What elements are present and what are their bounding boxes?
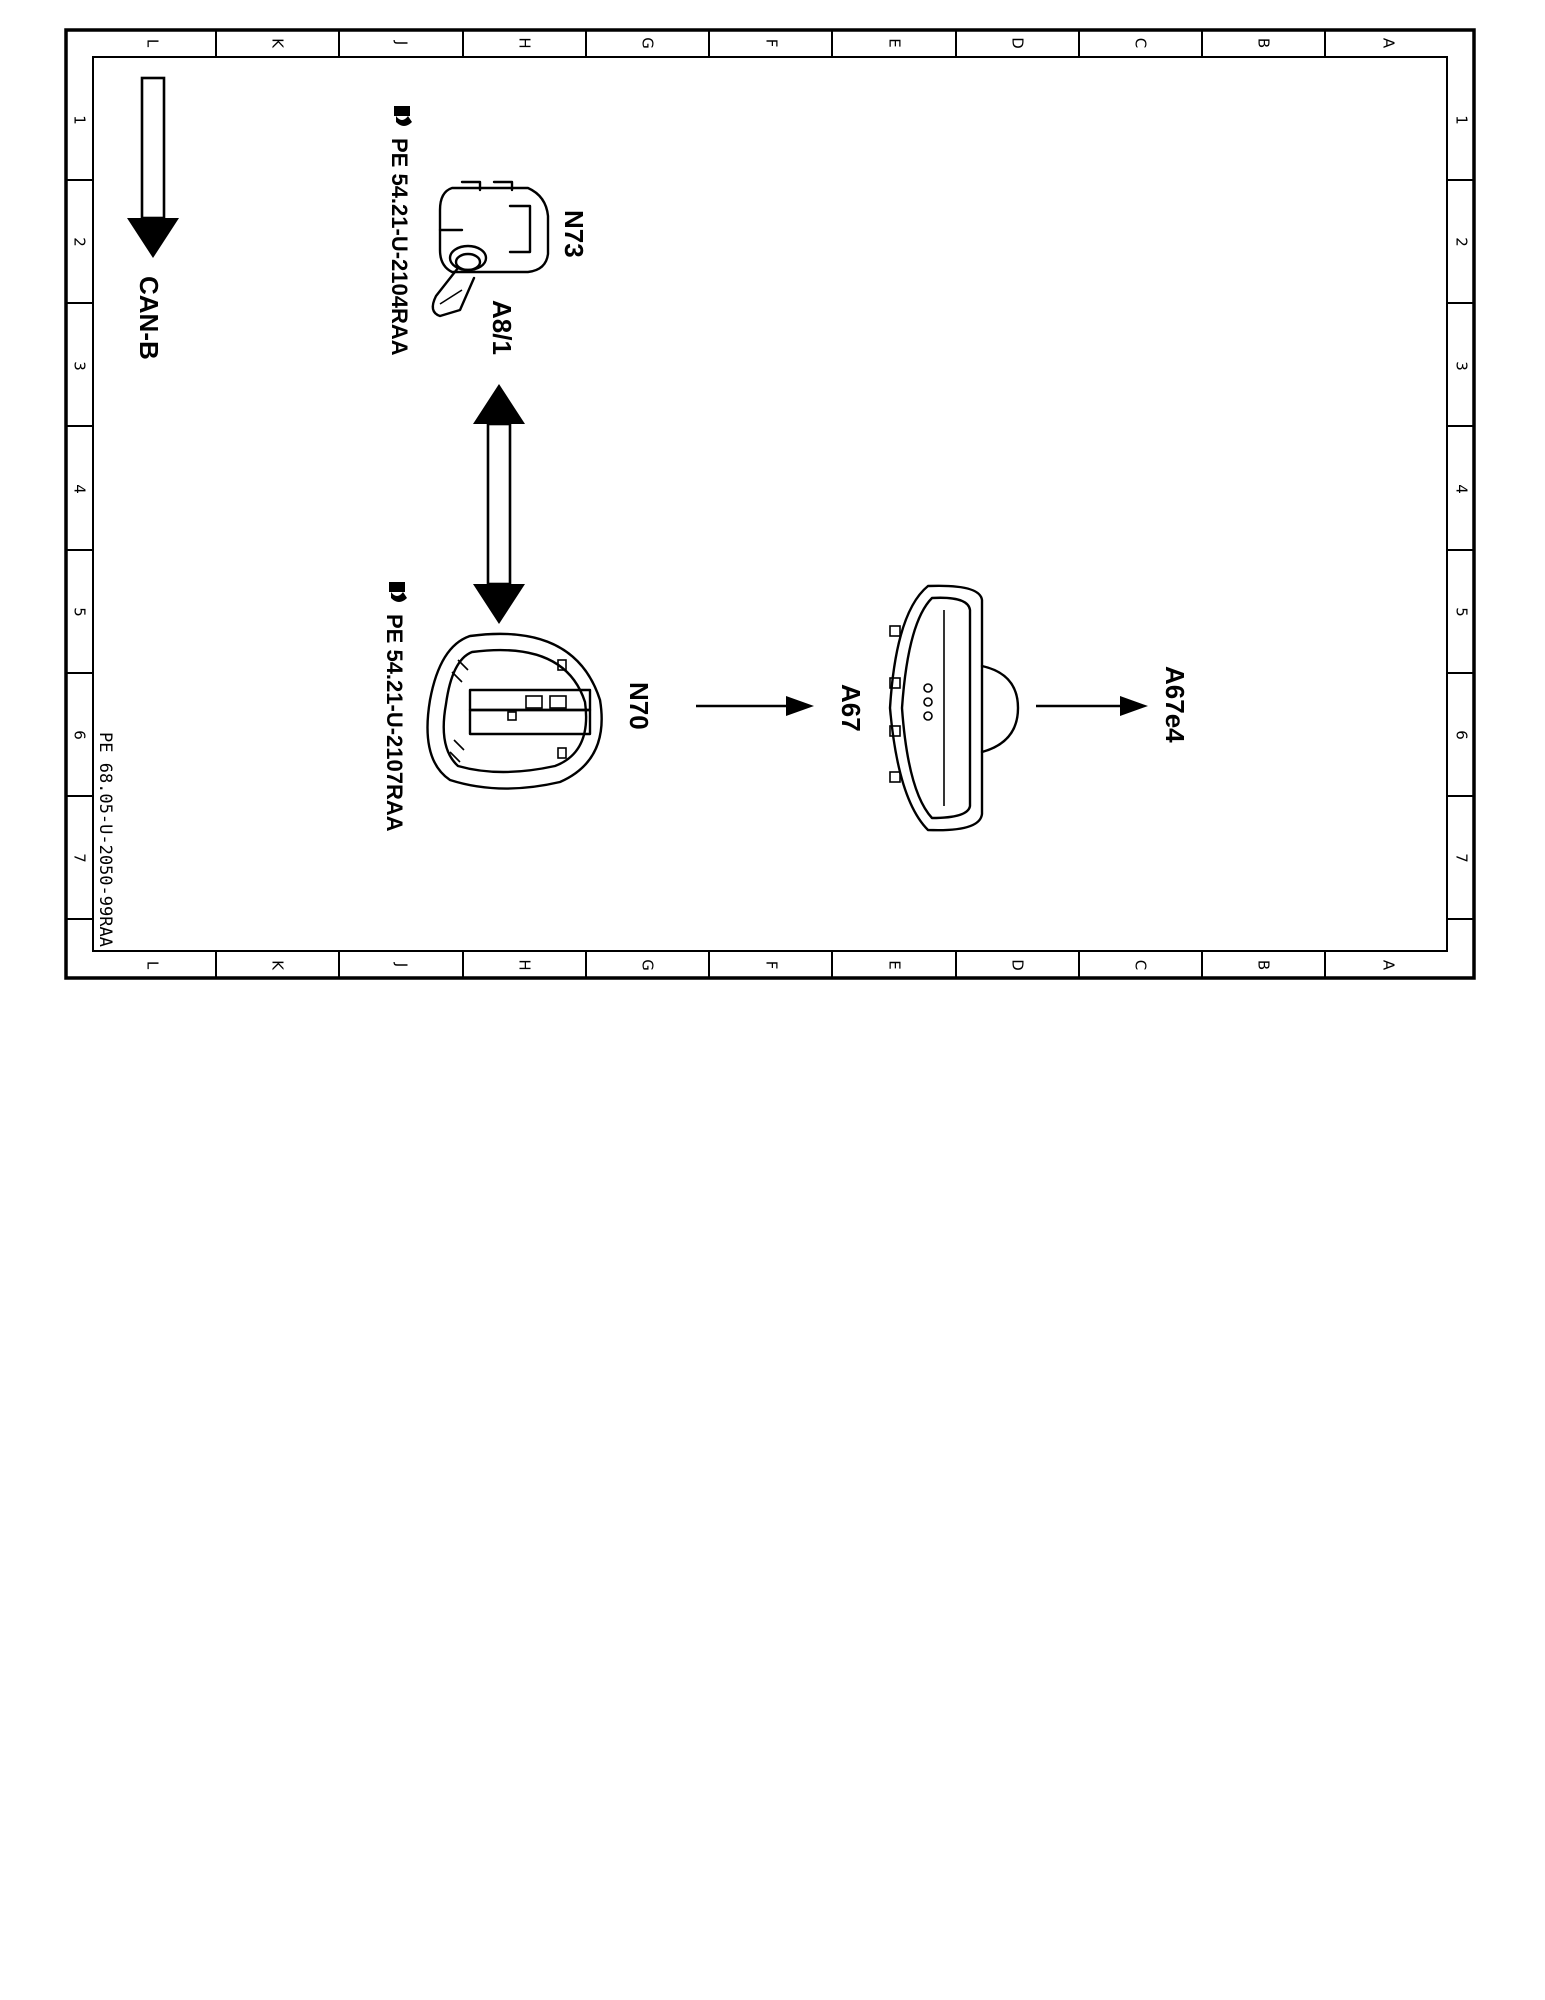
- ruler-numbers-left: 1 2 3 4 5 6 7: [71, 115, 89, 863]
- pointing-hand-icon: [394, 106, 412, 126]
- ruler-number: 7: [71, 853, 89, 863]
- can-bus-arrow: [127, 76, 179, 258]
- n73-label: N73: [559, 210, 589, 258]
- a67e4-label: A67e4: [1160, 666, 1190, 743]
- ignition-switch-icon: [431, 180, 550, 318]
- arrow-n70-to-a67: [696, 696, 814, 716]
- ruler-letter: F: [763, 39, 781, 48]
- ruler-letter: D: [1009, 959, 1027, 971]
- pointing-hand-icon: [389, 582, 407, 602]
- ruler-letter: J: [393, 40, 411, 45]
- ruler-letter: A: [1380, 960, 1398, 971]
- ruler-letter: C: [1132, 38, 1150, 48]
- ruler-number: 1: [1453, 115, 1471, 125]
- inner-frame: [92, 56, 1448, 952]
- bidirectional-arrow: [473, 384, 525, 624]
- ruler-letter: C: [1132, 960, 1150, 970]
- ruler-letter: J: [393, 962, 411, 967]
- arrow-a67-to-a67e4: [1036, 696, 1148, 716]
- ruler-ticks: [66, 30, 1474, 978]
- ruler-letters-bottom: L K J H G F E D C B A: [144, 959, 1398, 971]
- ruler-number: 3: [1453, 361, 1471, 371]
- rearview-mirror-icon: [888, 584, 1020, 832]
- ruler-number: 6: [1453, 730, 1471, 740]
- ruler-number: 2: [71, 237, 89, 247]
- ruler-letter: E: [886, 960, 904, 969]
- reference-1: PE 54.21-U-2104RAA: [387, 138, 412, 356]
- n70-label: N70: [624, 682, 654, 730]
- reference-2: PE 54.21-U-2107RAA: [382, 614, 407, 832]
- ruler-number: 7: [1453, 853, 1471, 863]
- document-id: PE 68.05-U-2050-99RAA: [95, 732, 115, 947]
- overhead-control-panel-icon: [426, 632, 603, 790]
- ruler-number: 5: [71, 607, 89, 617]
- ruler-letter: D: [1009, 37, 1027, 49]
- ruler-number: 4: [71, 484, 89, 494]
- a8-1-label: A8/1: [487, 300, 517, 355]
- ruler-letter: K: [269, 38, 287, 49]
- ruler-letters-top: L K J H G F E D C B A: [144, 37, 1398, 49]
- ruler-letter: G: [639, 37, 657, 49]
- ruler-letter: K: [269, 960, 287, 971]
- ruler-numbers-right: 1 2 3 4 5 6 7: [1453, 115, 1471, 863]
- outer-frame: [64, 28, 1476, 980]
- ruler-letter: F: [763, 961, 781, 970]
- ruler-letter: H: [516, 959, 534, 970]
- ruler-letter: B: [1255, 38, 1273, 48]
- ruler-number: 1: [71, 115, 89, 125]
- ruler-number: 2: [1453, 237, 1471, 247]
- ruler-number: 4: [1453, 484, 1471, 494]
- a67-label: A67: [836, 684, 866, 732]
- ruler-number: 6: [71, 730, 89, 740]
- ruler-letter: G: [639, 959, 657, 971]
- ruler-number: 5: [1453, 607, 1471, 617]
- ruler-letter: B: [1255, 960, 1273, 970]
- ruler-letter: A: [1380, 38, 1398, 49]
- ruler-letter: H: [516, 37, 534, 48]
- ruler-number: 3: [71, 361, 89, 371]
- ruler-letter: L: [144, 39, 162, 48]
- ruler-letter: L: [144, 961, 162, 970]
- ruler-letter: E: [886, 38, 904, 47]
- can-bus-label: CAN-B: [134, 276, 164, 360]
